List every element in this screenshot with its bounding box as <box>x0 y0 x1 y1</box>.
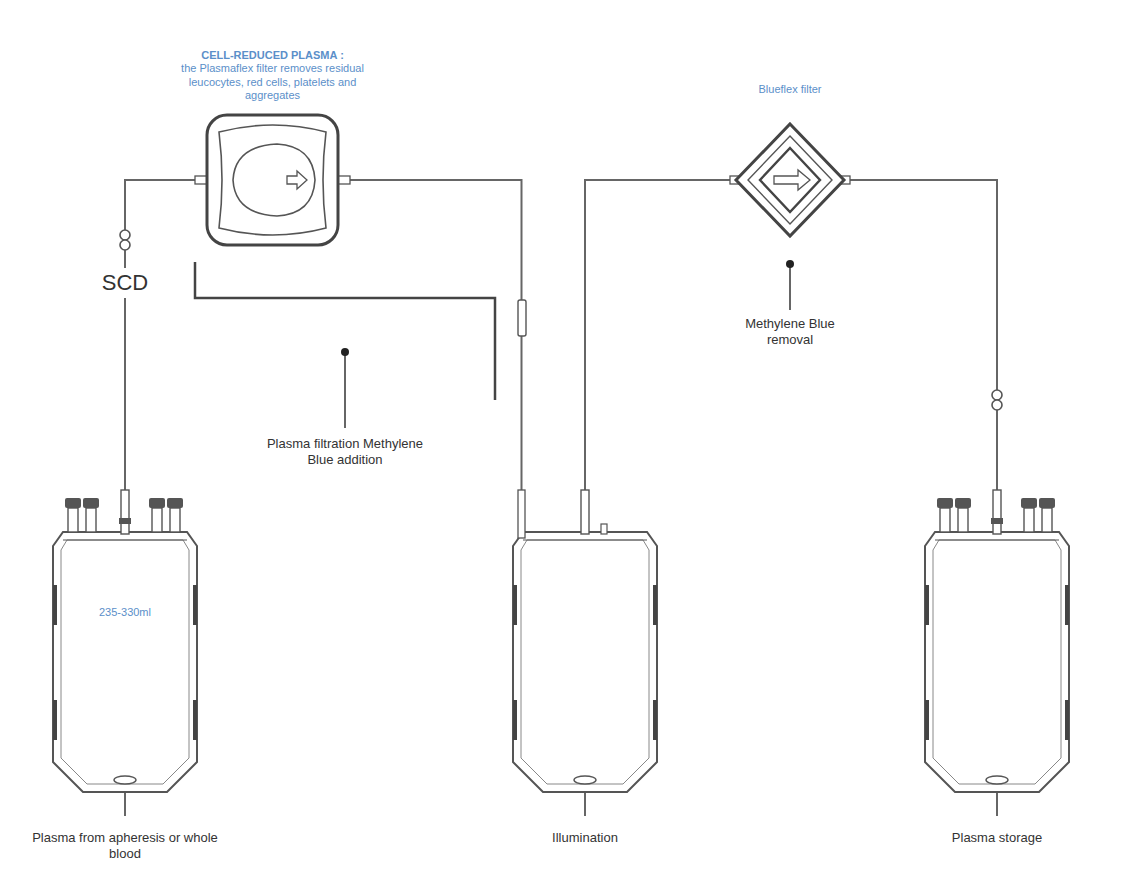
text-group: Blueflex filter <box>710 83 870 96</box>
illumination-bag-outline <box>505 490 665 800</box>
blood-bag: 235-330mlPlasma from apheresis or whole … <box>45 490 205 800</box>
step-label: Methylene Blue removal <box>730 316 850 347</box>
text-group: Plasma from apheresis or whole blood <box>20 830 230 861</box>
tubing <box>585 180 730 490</box>
bag-label: Plasma from apheresis or whole blood <box>20 830 230 861</box>
tubing <box>850 180 997 490</box>
bag-label: Plasma storage <box>912 830 1082 846</box>
storage-bag: Plasma storage <box>917 490 1077 800</box>
text-group: 235-330ml <box>55 606 195 619</box>
volume-label: 235-330ml <box>55 606 195 619</box>
filter-description: the Plasmaflex filter removes residual l… <box>178 62 368 102</box>
leader-line <box>125 264 997 816</box>
text-group: Illumination <box>500 830 670 846</box>
storage-bag-outline <box>917 490 1077 800</box>
blueflex-filter: Blueflex filterMethylene Blue removal <box>730 120 850 240</box>
illumination-bag: Illumination <box>505 490 665 800</box>
blueflex-filter-outline <box>730 120 850 240</box>
connector-label: SCD <box>99 268 151 298</box>
blood-bag-outline <box>45 490 205 800</box>
text-group: CELL-REDUCED PLASMA :the Plasmaflex filt… <box>178 49 368 102</box>
plasmaflex-filter: CELL-REDUCED PLASMA :the Plasmaflex filt… <box>195 110 350 250</box>
roller-clamp <box>120 230 1002 410</box>
bag-label: Illumination <box>500 830 670 846</box>
plasmaflex-filter-outline <box>195 110 350 250</box>
filter-heading: CELL-REDUCED PLASMA : <box>178 49 368 62</box>
filter-name: Blueflex filter <box>710 83 870 96</box>
tube-connector <box>518 300 526 336</box>
text-group: Plasma storage <box>912 830 1082 846</box>
tubing <box>125 180 195 490</box>
text-group: Methylene Blue removal <box>730 316 850 347</box>
step-label: Plasma filtration Methylene Blue additio… <box>260 436 430 467</box>
